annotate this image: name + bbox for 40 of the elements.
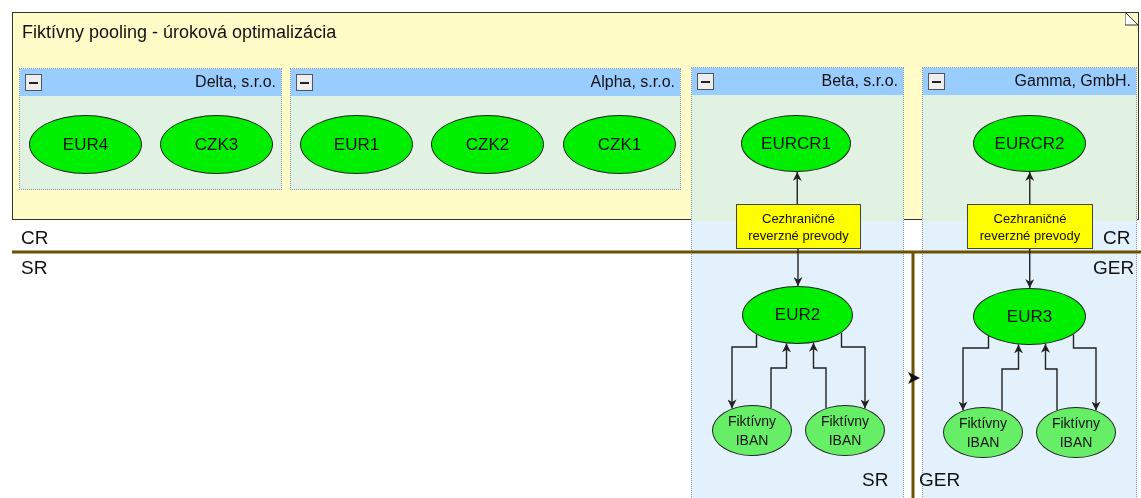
region-label: SR	[862, 469, 889, 491]
group-panel	[691, 67, 904, 498]
arrow	[793, 248, 803, 287]
arrow	[1025, 171, 1035, 205]
region-label: SR	[21, 257, 48, 279]
group-title: Alpha, s.r.o.	[590, 73, 675, 91]
arrow	[1025, 248, 1035, 289]
account-ellipse: Fiktívny IBAN	[712, 405, 792, 456]
arrow	[727, 333, 758, 410]
container-title: Fiktívny pooling - úroková optimalizácia	[22, 22, 337, 43]
account-ellipse: Fiktívny IBAN	[1036, 407, 1116, 458]
region-label: CR	[21, 227, 49, 249]
account-ellipse: Fiktívny IBAN	[943, 407, 1023, 458]
account-ellipse: EUR2	[742, 286, 853, 344]
account-ellipse: CZK1	[563, 115, 676, 174]
account-ellipse: EUR3	[973, 288, 1086, 345]
arrow	[958, 335, 990, 412]
account-ellipse: EUR4	[29, 115, 142, 174]
arrow	[1001, 343, 1023, 411]
transfer-box: Cezhraničné reverzné prevody	[967, 204, 1093, 249]
account-ellipse: CZK2	[431, 115, 544, 174]
arrow	[1041, 343, 1058, 411]
region-label: GER	[1093, 257, 1135, 279]
group-panel	[19, 68, 282, 190]
group-title: Gamma, GmbH.	[1014, 72, 1131, 90]
arrow	[809, 342, 827, 409]
account-ellipse: CZK3	[160, 115, 273, 174]
account-ellipse: EUR1	[300, 115, 413, 174]
group-title: Beta, s.r.o.	[821, 72, 898, 90]
group-title: Delta, s.r.o.	[195, 73, 276, 91]
region-label: CR	[1103, 227, 1131, 249]
region-label: GER	[919, 469, 961, 491]
group-panel	[290, 68, 681, 190]
transfer-box: Cezhraničné reverzné prevody	[736, 204, 861, 249]
arrow	[792, 171, 802, 205]
arrow	[840, 332, 870, 410]
account-ellipse: Fiktívny IBAN	[805, 405, 885, 456]
arrow	[770, 342, 791, 409]
arrow	[1072, 333, 1101, 412]
group-panel	[922, 67, 1137, 498]
